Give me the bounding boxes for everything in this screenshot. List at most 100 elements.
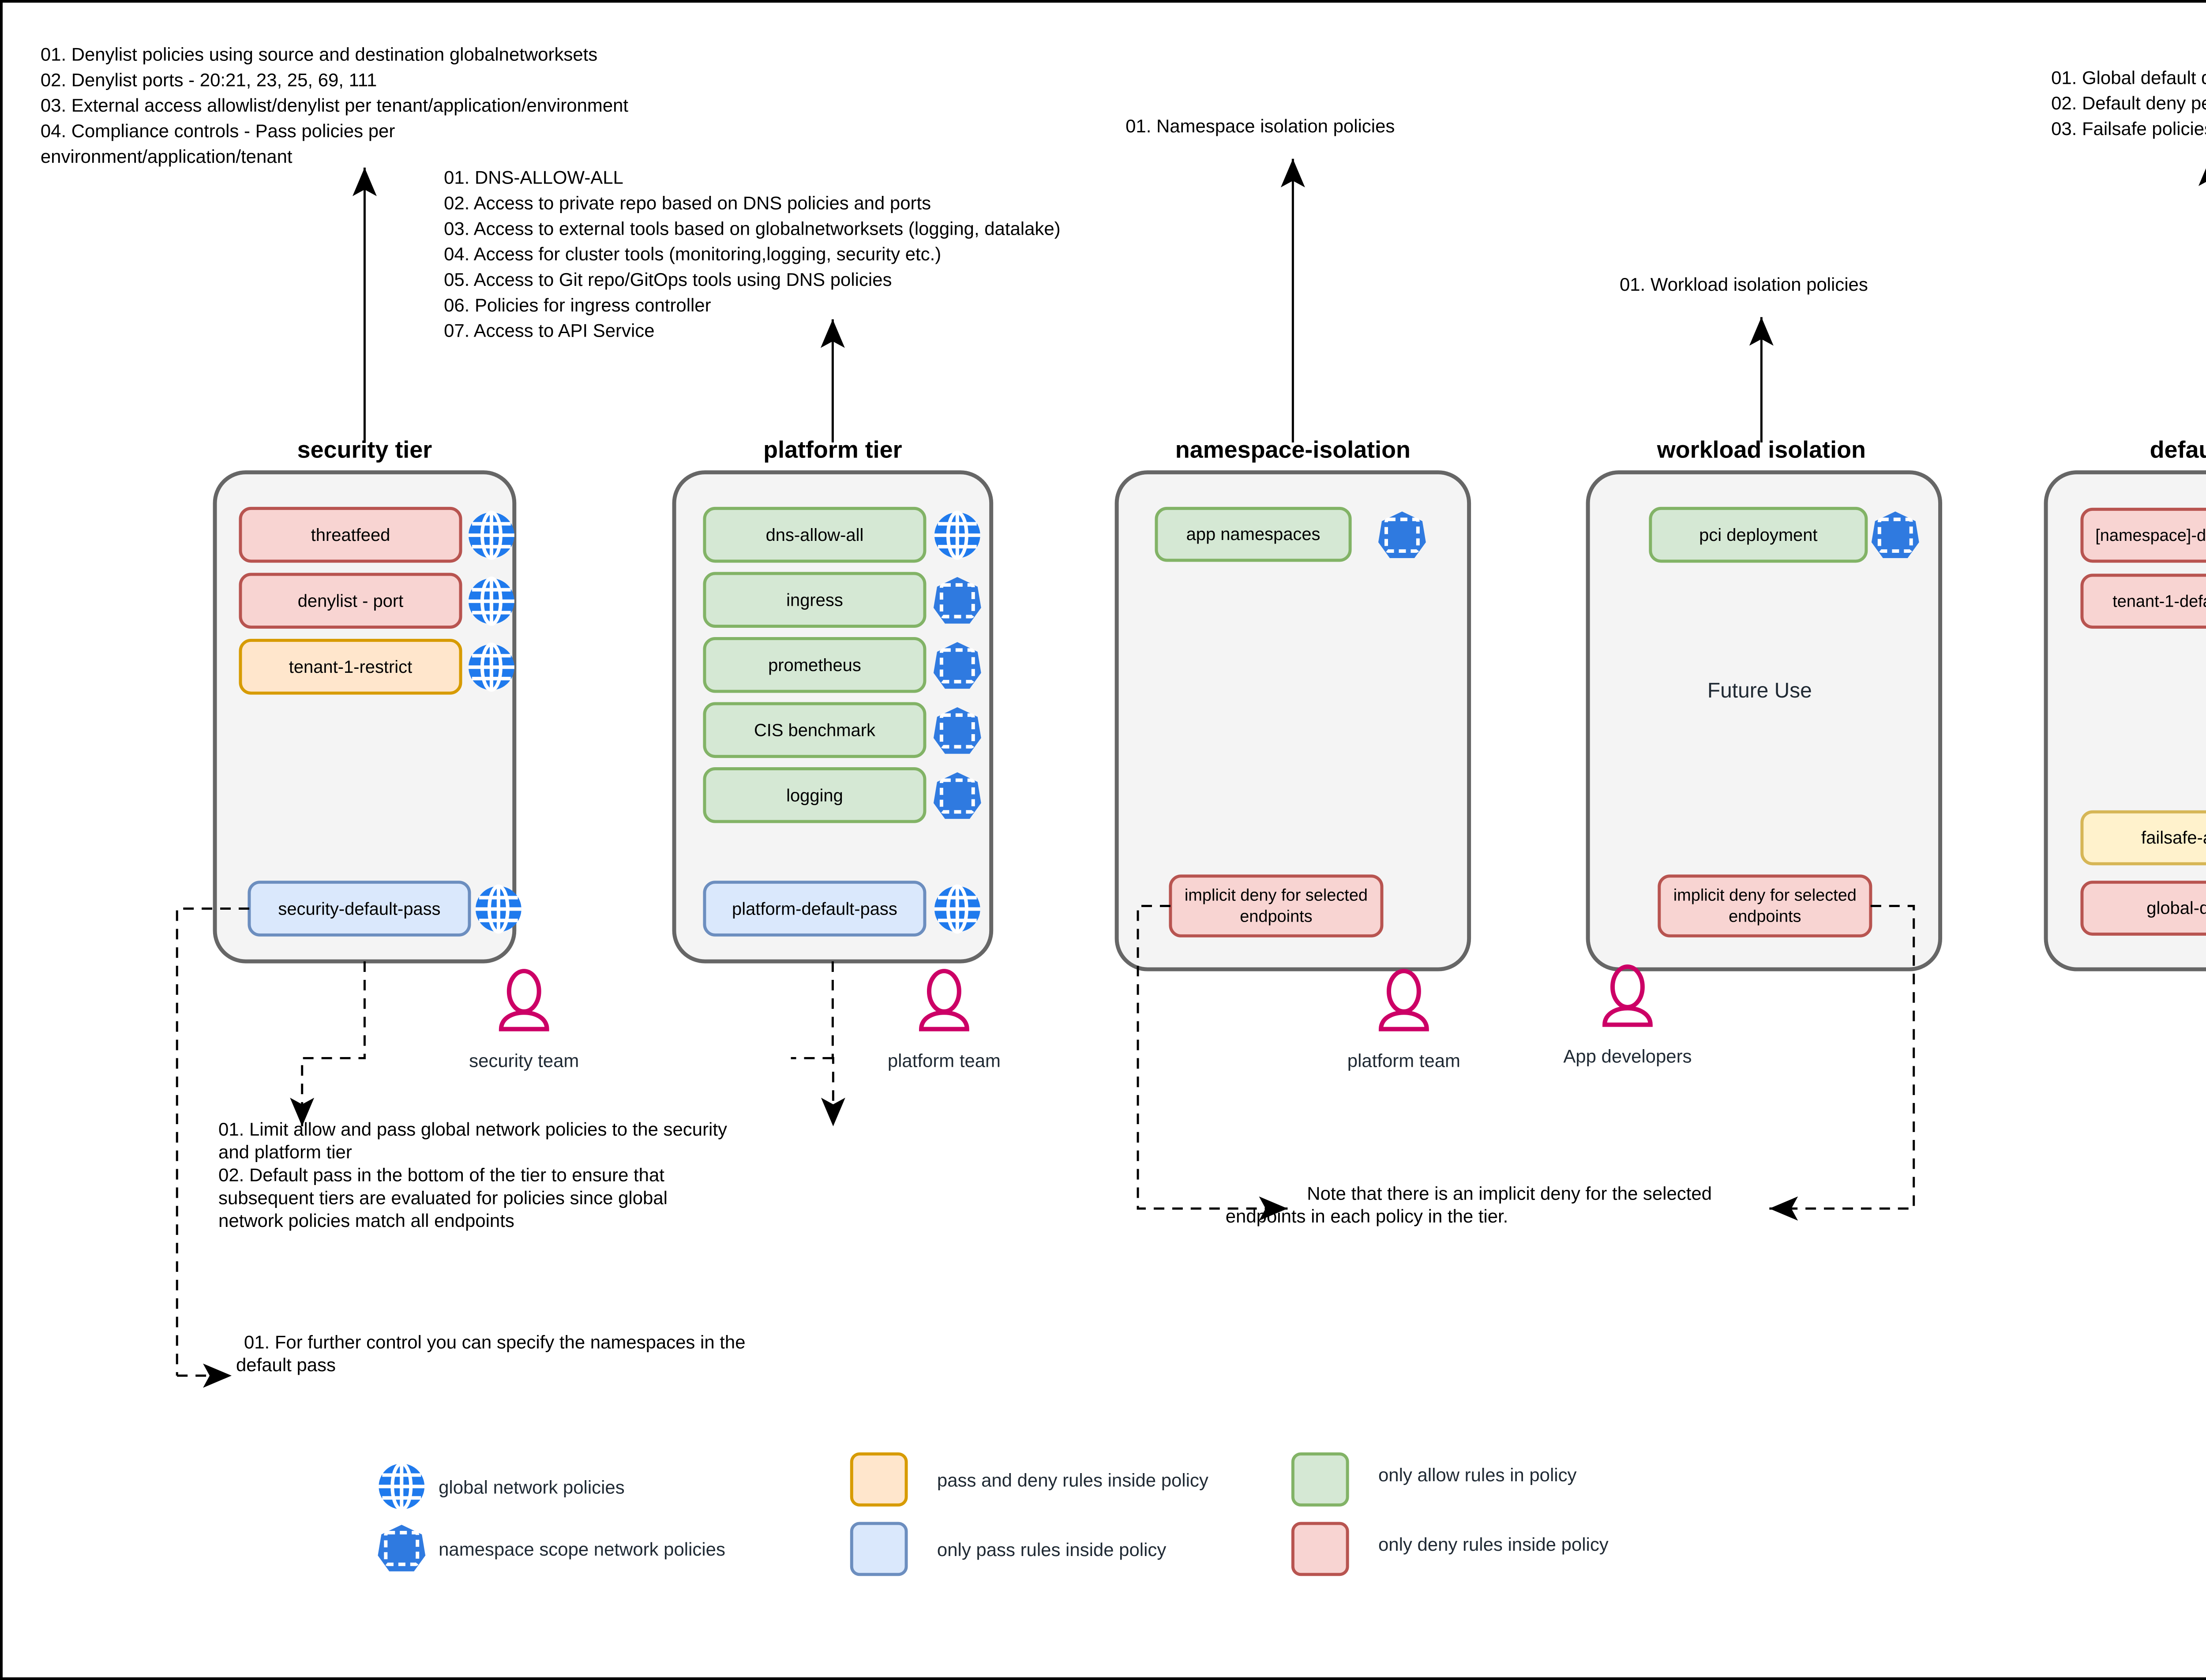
policy-row-ingress[interactable]: ingress xyxy=(703,572,981,628)
legend: global network policies namespace scope … xyxy=(378,1452,1609,1576)
policy-box-prometheus[interactable] xyxy=(703,637,927,693)
policy-label-platform-default-pass: platform-default-pass xyxy=(732,899,897,919)
legend-swatch-mixed xyxy=(850,1452,908,1507)
legend-swatch-deny xyxy=(1291,1522,1349,1576)
policy-box-namespace-default-deny[interactable] xyxy=(2080,507,2206,563)
policy-row-denylist-port[interactable]: denylist - port xyxy=(239,573,514,629)
bottom-left-note-block: 01. Limit allow and pass global network … xyxy=(218,1119,727,1231)
policy-row-failsafe-allow[interactable]: failsafe-allow xyxy=(2080,810,2206,866)
policy-box-logging[interactable] xyxy=(703,767,927,823)
policy-row-global-deny[interactable]: global-deny xyxy=(2080,881,2206,936)
policy-box-threatfeed[interactable] xyxy=(239,506,462,563)
legend-label-only-deny: only deny rules inside policy xyxy=(1378,1534,1609,1555)
platform-note-line-4: 04. Access for cluster tools (monitoring… xyxy=(444,244,941,264)
policy-row-namespace-default-deny[interactable]: [namespace]-default-deny xyxy=(2080,507,2206,563)
team-security-tier: security team xyxy=(469,971,579,1071)
policy-label-namespace-default-deny: [namespace]-default-deny xyxy=(2095,526,2206,545)
legend-label-namespace-scope-network-policies: namespace scope network policies xyxy=(439,1539,725,1560)
tier-container-workload-isolation xyxy=(1586,470,1943,971)
policy-row-app-namespaces[interactable]: app namespaces xyxy=(1155,506,1426,562)
policy-label-implicit-deny-namespace-2: endpoints xyxy=(1240,907,1312,926)
policy-label-prometheus: prometheus xyxy=(768,656,861,675)
bottom-note-line-3: 02. Default pass in the bottom of the ti… xyxy=(218,1165,664,1185)
policy-box-app-namespaces[interactable] xyxy=(1155,506,1352,562)
policy-row-security-default-pass[interactable]: security-default-pass xyxy=(248,881,521,937)
policy-row-platform-default-pass[interactable]: platform-default-pass xyxy=(703,881,980,937)
policy-row-dns-allow-all[interactable]: dns-allow-all xyxy=(703,506,980,563)
globe-icon xyxy=(379,1464,424,1510)
policy-row-implicit-deny-namespace[interactable]: implicit deny for selected endpoints xyxy=(1169,874,1384,938)
connector-namespace-implicit-deny-to-note xyxy=(1137,905,1288,1221)
default-note-line-1: 01. Global default deny xyxy=(2051,67,2206,88)
policy-label-ingress: ingress xyxy=(786,591,843,610)
security-note-line-1: 01. Denylist policies using source and d… xyxy=(41,44,597,65)
legend-swatch-allow xyxy=(1291,1452,1349,1507)
globe-icon xyxy=(469,512,514,558)
bottom-note-line-1: 01. Limit allow and pass global network … xyxy=(218,1119,727,1140)
default-note-line-2: 02. Default deny per namespace xyxy=(2051,93,2206,113)
policy-label-logging: logging xyxy=(786,786,843,805)
team-label-platform-2: platform team xyxy=(1347,1050,1460,1071)
team-label-app-developers: App developers xyxy=(1563,1046,1692,1066)
policy-box-platform-default-pass[interactable] xyxy=(703,881,927,937)
policy-row-cis-benchmark[interactable]: CIS benchmark xyxy=(703,702,981,758)
platform-note-line-7: 07. Access to API Service xyxy=(444,320,654,341)
workload-isolation-note: 01. Workload isolation policies xyxy=(1620,274,1868,295)
platform-tier-annotation: 01. DNS-ALLOW-ALL 02. Access to private … xyxy=(444,167,1061,341)
policy-label-failsafe-allow: failsafe-allow xyxy=(2141,828,2206,848)
team-namespace-isolation: platform team xyxy=(1347,971,1460,1071)
policy-label-threatfeed: threatfeed xyxy=(311,525,390,545)
implicit-deny-note-line-1: Note that there is an implicit deny for … xyxy=(1307,1183,1712,1204)
policy-label-dns-allow-all: dns-allow-all xyxy=(766,525,864,545)
implicit-deny-note-line-2: endpoints in each policy in the tier. xyxy=(1226,1206,1508,1226)
policy-box-dns-allow-all[interactable] xyxy=(703,506,927,563)
policy-row-pci-deployment[interactable]: pci deployment xyxy=(1649,506,1919,563)
team-label-platform: platform team xyxy=(888,1050,1001,1071)
policy-box-implicit-deny-workload[interactable] xyxy=(1658,874,1872,938)
policy-row-tenant-1-restrict[interactable]: tenant-1-restrict xyxy=(239,638,514,695)
platform-note-line-5: 05. Access to Git repo/GitOps tools usin… xyxy=(444,269,892,290)
policy-row-tenant-1-default-deny[interactable]: tenant-1-default-deny xyxy=(2080,574,2206,629)
policy-row-implicit-deny-workload[interactable]: implicit deny for selected endpoints xyxy=(1658,874,1872,938)
policy-box-pci-deployment[interactable] xyxy=(1649,506,1868,563)
policy-box-cis-benchmark[interactable] xyxy=(703,702,927,758)
policy-box-failsafe-allow[interactable] xyxy=(2080,810,2206,866)
policy-row-threatfeed[interactable]: threatfeed xyxy=(239,506,514,563)
policy-box-tenant-1-default-deny[interactable] xyxy=(2080,574,2206,629)
security-note-line-5: environment/application/tenant xyxy=(41,146,293,167)
policy-label-tenant-1-restrict: tenant-1-restrict xyxy=(289,657,412,677)
policy-label-security-default-pass: security-default-pass xyxy=(278,899,440,919)
platform-note-line-3: 03. Access to external tools based on gl… xyxy=(444,218,1061,239)
legend-label-only-allow: only allow rules in policy xyxy=(1378,1464,1577,1485)
connector-security-default-pass-to-note2 xyxy=(176,908,249,1376)
security-note-line-3: 03. External access allowlist/denylist p… xyxy=(41,95,629,116)
legend-swatch-pass xyxy=(850,1522,908,1576)
team-workload-isolation: App developers xyxy=(1563,967,1692,1066)
tier-title-workload-isolation: workload isolation xyxy=(1657,437,1866,463)
bottom-note-line-2: and platform tier xyxy=(218,1142,352,1162)
policy-box-denylist-port[interactable] xyxy=(239,573,462,629)
tier-title-default: default tier xyxy=(2150,437,2206,463)
tier-title-platform: platform tier xyxy=(763,437,902,463)
security-note-line-4: 04. Compliance controls - Pass policies … xyxy=(41,120,395,141)
globe-icon xyxy=(934,886,980,932)
policy-box-global-deny[interactable] xyxy=(2080,881,2206,936)
tier-title-security: security tier xyxy=(297,437,432,463)
policy-box-tenant-1-restrict[interactable] xyxy=(239,638,462,695)
platform-note-line-1: 01. DNS-ALLOW-ALL xyxy=(444,167,623,188)
workload-future-use-label: Future Use xyxy=(1707,679,1812,702)
network-policy-tier-diagram: 01. Denylist policies using source and d… xyxy=(41,44,2206,1576)
legend-label-pass-and-deny: pass and deny rules inside policy xyxy=(937,1470,1208,1490)
policy-label-cis-benchmark: CIS benchmark xyxy=(754,721,875,740)
policy-row-logging[interactable]: logging xyxy=(703,767,981,823)
policy-label-global-deny: global-deny xyxy=(2146,898,2206,918)
default-note-line-3: 03. Failsafe policies xyxy=(2051,118,2206,139)
tier-container-namespace-isolation xyxy=(1114,470,1471,971)
policy-box-implicit-deny-namespace[interactable] xyxy=(1169,874,1384,938)
globe-icon xyxy=(469,578,514,624)
policy-label-implicit-deny-namespace-1: implicit deny for selected xyxy=(1185,886,1368,905)
platform-note-line-2: 02. Access to private repo based on DNS … xyxy=(444,193,931,214)
policy-box-ingress[interactable] xyxy=(703,572,927,628)
legend-label-only-pass: only pass rules inside policy xyxy=(937,1539,1166,1560)
policy-row-prometheus[interactable]: prometheus xyxy=(703,637,981,693)
